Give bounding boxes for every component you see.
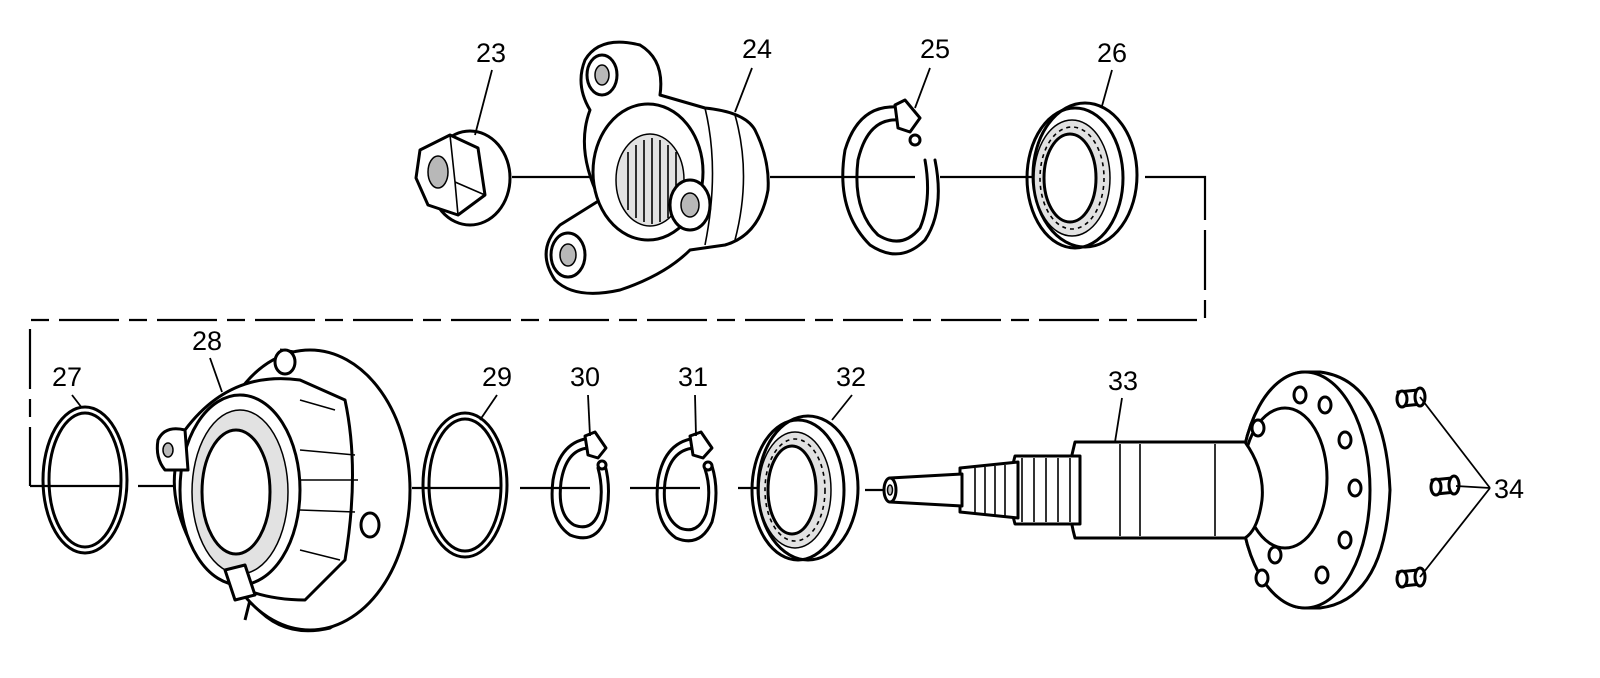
part-27-o-ring (41, 405, 129, 555)
part-32-bearing (750, 414, 860, 562)
stud-top (1395, 386, 1427, 409)
part-23-flange-nut (414, 129, 512, 227)
callout-24: 24 (742, 34, 772, 64)
part-26-bearing (1025, 101, 1139, 250)
stud-bottom (1395, 566, 1427, 589)
flange-bolt-holes (1250, 385, 1363, 588)
part-30-snap-ring (550, 430, 610, 540)
callout-25: 25 (920, 34, 950, 64)
part-29-o-ring (421, 411, 509, 559)
callout-29: 29 (482, 362, 512, 392)
part-31-snap-ring (655, 430, 718, 543)
callout-23: 23 (476, 38, 506, 68)
callout-30: 30 (570, 362, 600, 392)
part-25-snap-ring (841, 98, 940, 256)
callout-26: 26 (1097, 38, 1127, 68)
callout-32: 32 (836, 362, 866, 392)
part-24-output-flange (544, 40, 770, 295)
part-34-studs (1395, 386, 1461, 589)
stud-middle (1429, 474, 1461, 497)
callout-34: 34 (1494, 474, 1524, 504)
callout-27: 27 (52, 362, 82, 392)
callout-28: 28 (192, 326, 222, 356)
callout-labels: 23 24 25 26 27 28 29 30 31 32 33 34 (52, 34, 1524, 504)
part-28-extension-housing (155, 348, 412, 633)
callout-33: 33 (1108, 366, 1138, 396)
part-33-output-shaft (882, 370, 1392, 610)
leader-lines (71, 67, 1491, 578)
callout-31: 31 (678, 362, 708, 392)
